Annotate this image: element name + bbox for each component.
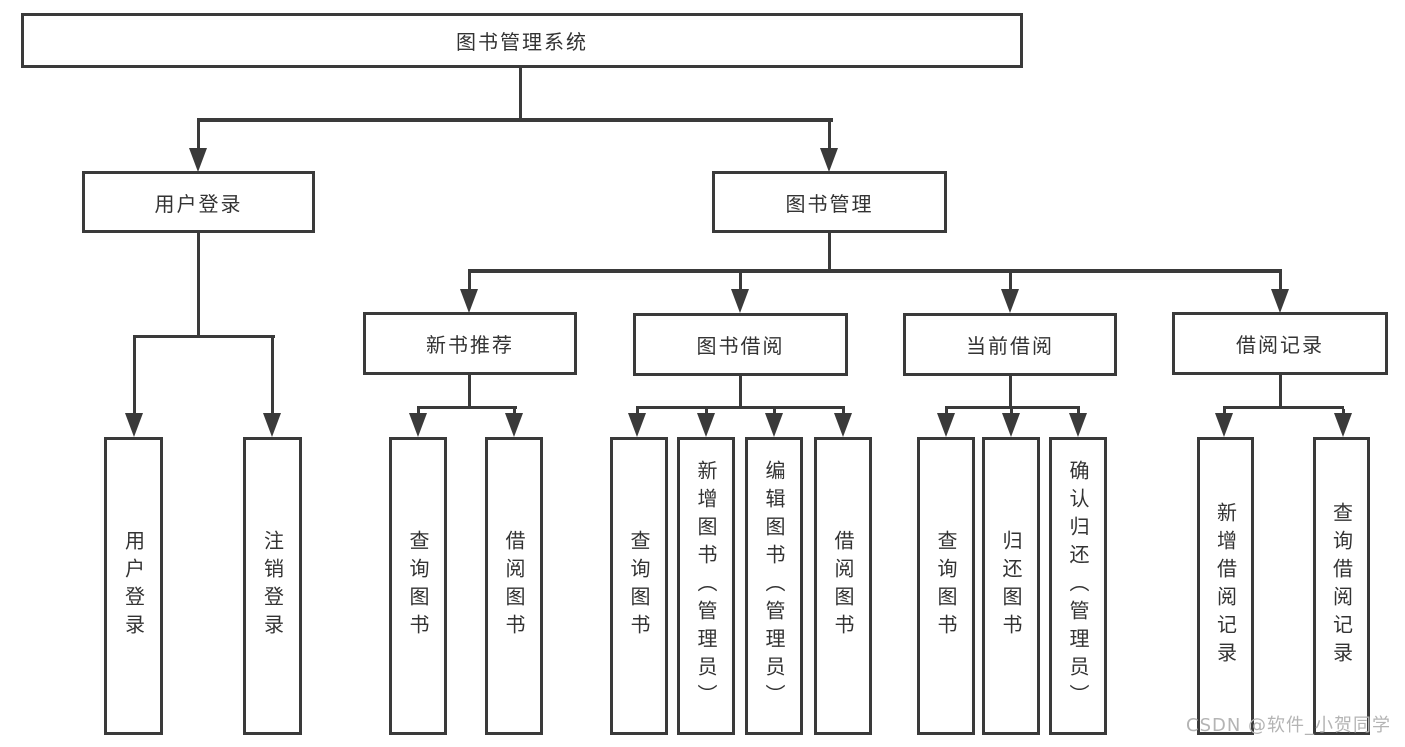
leaf-confirm-return-admin: 确认归还（管理员） (1049, 437, 1107, 735)
arrowhead-icon (937, 413, 955, 437)
leaf-add-borrow-record: 新增借阅记录 (1197, 437, 1254, 735)
leaf-confirm-return-admin-label: 确认归还（管理员） (1066, 460, 1090, 712)
connector-stub (1009, 376, 1012, 408)
arrowhead-icon (263, 413, 281, 437)
connector-stem (739, 273, 742, 291)
arrowhead-icon (1334, 413, 1352, 437)
arrowhead-icon (505, 413, 523, 437)
leaf-edit-books-admin-label: 编辑图书（管理员） (762, 460, 786, 712)
arrowhead-icon (820, 148, 838, 172)
connector-stem (271, 338, 274, 415)
connector-stub (1279, 375, 1282, 408)
arrowhead-icon (1001, 289, 1019, 313)
node-borrowing-records-label: 借阅记录 (1236, 333, 1324, 357)
connector-trunk (519, 68, 522, 120)
arrowhead-icon (1069, 413, 1087, 437)
arrowhead-icon (1271, 289, 1289, 313)
node-current-borrowing: 当前借阅 (903, 313, 1117, 376)
node-book-borrowing: 图书借阅 (633, 313, 848, 376)
node-user-login-label: 用户登录 (154, 191, 243, 216)
connector-hline (1223, 406, 1344, 409)
leaf-query-borrow-record-label: 查询借阅记录 (1329, 502, 1354, 670)
node-borrowing-records: 借阅记录 (1172, 312, 1388, 375)
leaf-borrow-books: 借阅图书 (814, 437, 872, 735)
leaf-logout-label: 注销登录 (260, 530, 285, 642)
connector-hline-l2 (468, 269, 1282, 273)
leaf-return-books: 归还图书 (982, 437, 1040, 735)
arrowhead-icon (1002, 413, 1020, 437)
arrowhead-icon (697, 413, 715, 437)
node-book-management: 图书管理 (712, 171, 947, 233)
leaf-borrow-books-recommend: 借阅图书 (485, 437, 543, 735)
leaf-query-books-borrowing: 查询图书 (610, 437, 668, 735)
arrowhead-icon (460, 289, 478, 313)
leaf-edit-books-admin: 编辑图书（管理员） (745, 437, 803, 735)
leaf-query-books-current: 查询图书 (917, 437, 975, 735)
leaf-borrow-books-label: 借阅图书 (831, 530, 855, 642)
arrowhead-icon (125, 413, 143, 437)
node-book-borrowing-label: 图书借阅 (696, 334, 785, 358)
leaf-logout: 注销登录 (243, 437, 302, 735)
connector-hline (417, 406, 517, 409)
node-new-book-recommend-label: 新书推荐 (426, 333, 514, 357)
leaf-query-borrow-record: 查询借阅记录 (1313, 437, 1370, 735)
leaf-add-books-admin: 新增图书（管理员） (677, 437, 735, 735)
leaf-query-books-borrowing-label: 查询图书 (627, 530, 651, 642)
node-system-root-label: 图书管理系统 (456, 30, 588, 54)
connector-stem (1009, 273, 1012, 291)
connector-stem (197, 122, 200, 150)
leaf-return-books-label: 归还图书 (999, 530, 1023, 642)
connector-stem (468, 273, 471, 291)
arrowhead-icon (1215, 413, 1233, 437)
leaf-query-books-current-label: 查询图书 (934, 530, 958, 642)
leaf-query-books-recommend: 查询图书 (389, 437, 447, 735)
leaf-user-login-label: 用户登录 (121, 530, 146, 642)
leaf-query-books-recommend-label: 查询图书 (406, 530, 430, 642)
node-user-login: 用户登录 (82, 171, 315, 233)
node-new-book-recommend: 新书推荐 (363, 312, 577, 375)
connector-hline-users (133, 335, 275, 338)
node-current-borrowing-label: 当前借阅 (966, 334, 1054, 358)
connector-stem (1279, 273, 1282, 291)
node-system-root: 图书管理系统 (21, 13, 1023, 68)
arrowhead-icon (628, 413, 646, 437)
arrowhead-icon (834, 413, 852, 437)
connector-hline-l1 (197, 118, 833, 122)
connector-stub (739, 376, 742, 408)
leaf-add-borrow-record-label: 新增借阅记录 (1213, 502, 1238, 670)
connector-stub (468, 375, 471, 408)
watermark: CSDN @软件_小贺同学 (1186, 715, 1392, 736)
arrowhead-icon (189, 148, 207, 172)
connector-stub (197, 233, 200, 337)
connector-stem (133, 338, 136, 415)
connector-hline (636, 406, 845, 409)
arrowhead-icon (765, 413, 783, 437)
node-book-management-label: 图书管理 (785, 191, 874, 216)
arrowhead-icon (409, 413, 427, 437)
arrowhead-icon (731, 289, 749, 313)
leaf-add-books-admin-label: 新增图书（管理员） (694, 460, 718, 712)
connector-stub (828, 233, 831, 271)
leaf-user-login: 用户登录 (104, 437, 163, 735)
connector-hline (945, 406, 1080, 409)
leaf-borrow-books-recommend-label: 借阅图书 (502, 530, 526, 642)
connector-stem (828, 122, 831, 150)
